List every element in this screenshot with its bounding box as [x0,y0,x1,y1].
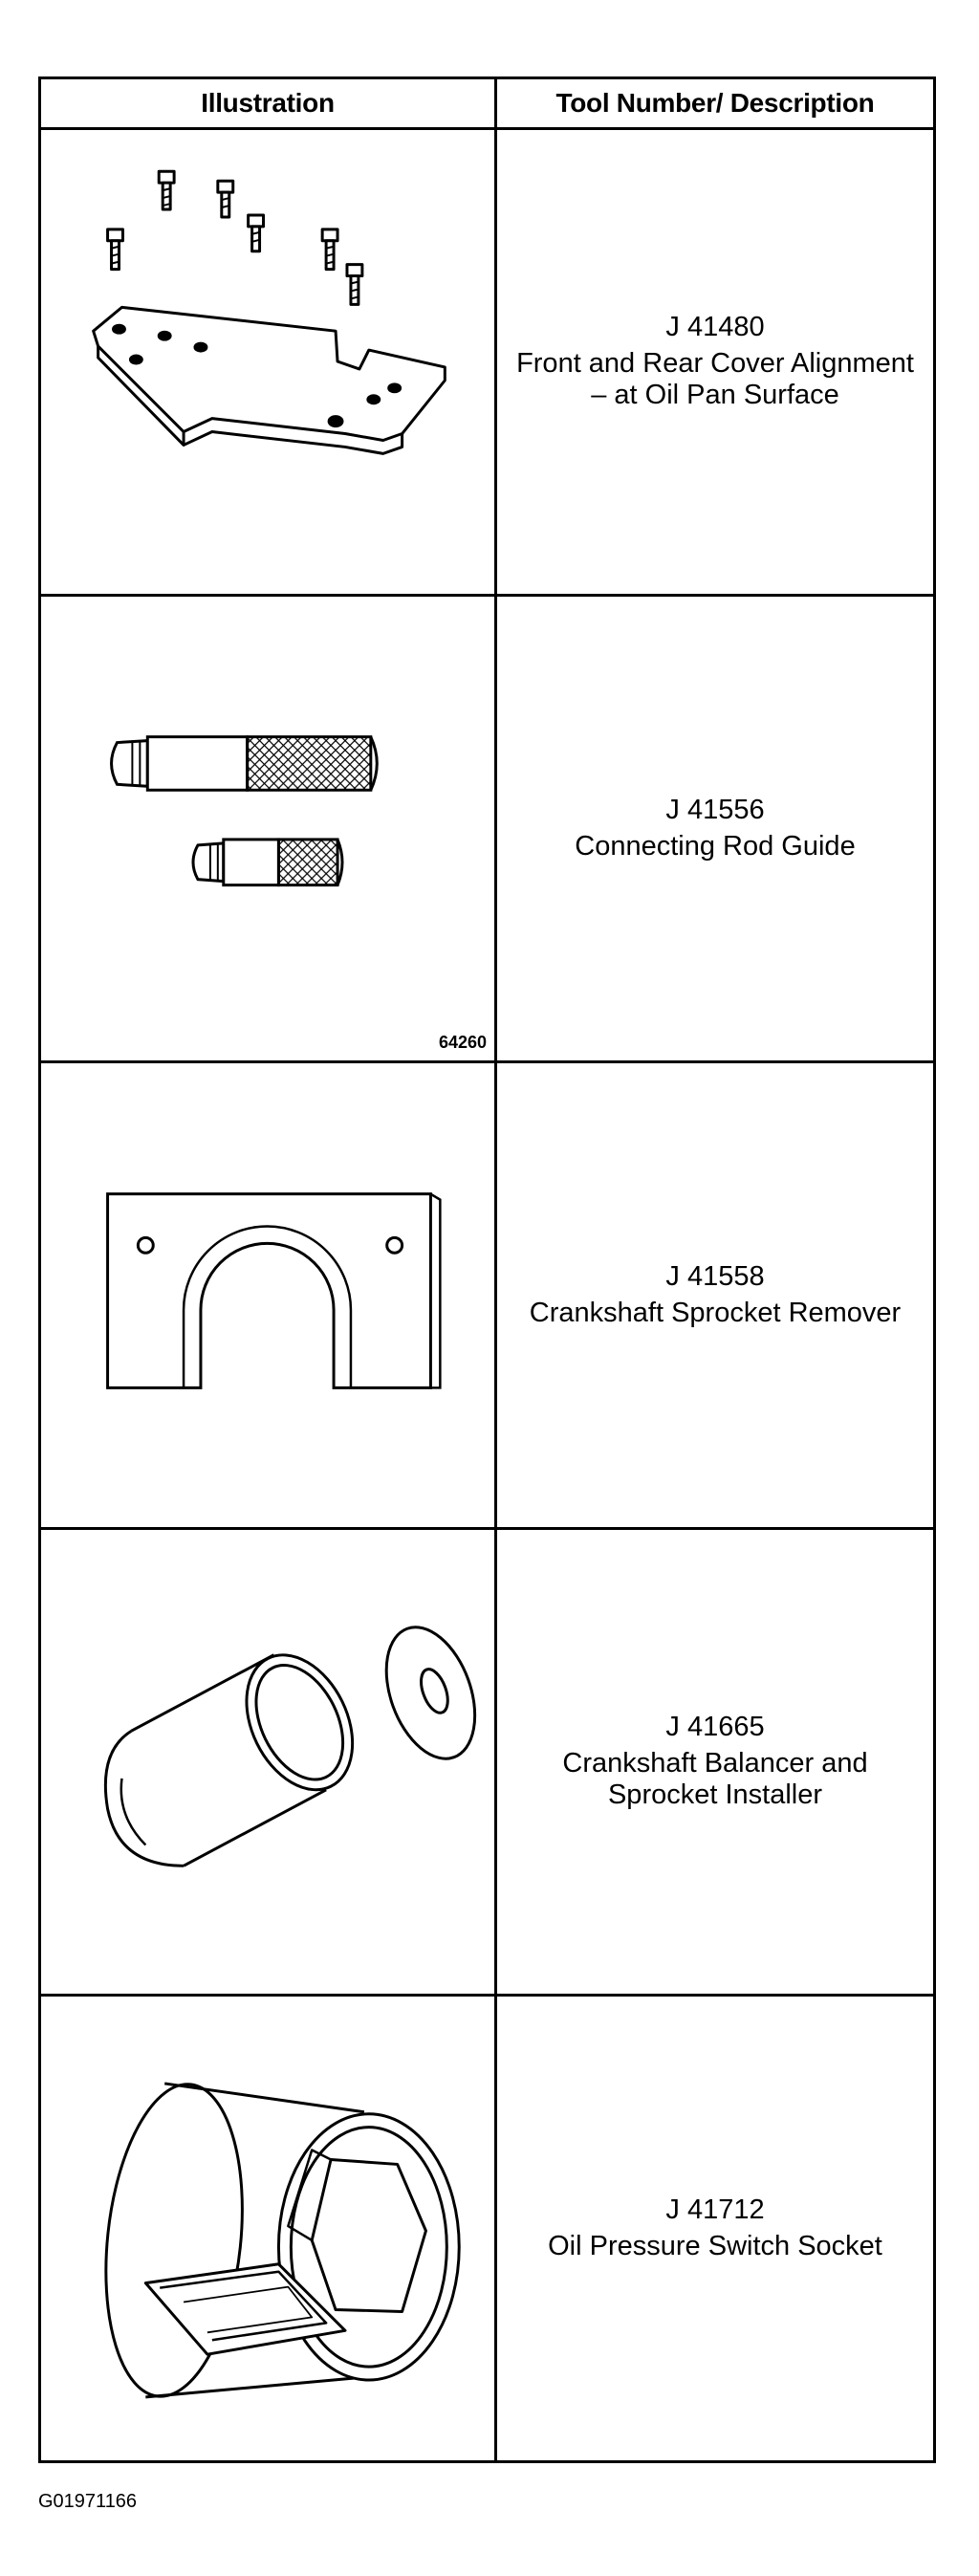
hex-socket-icon [104,2082,461,2399]
tool-number: J 41480 [665,312,765,343]
figure-code: G01971166 [38,2491,138,2512]
tool-description: Connecting Rod Guide [575,830,856,862]
illustration-cell: 64260 [38,594,497,1063]
connecting-rod-guides-icon [110,735,379,887]
special-tools-table: Illustration Tool Number/ Description [38,76,936,2463]
tool-description-cell: J 41480 Front and Rear Cover Alignment –… [494,127,936,597]
tool-description: Crankshaft Sprocket Remover [529,1297,902,1328]
header-illustration: Illustration [38,76,497,130]
tool-description-cell: J 41556 Connecting Rod Guide [494,594,936,1063]
tool-number: J 41558 [665,1261,765,1293]
table-row: J 41558 Crankshaft Sprocket Remover [38,1060,936,1530]
special-tools-table-container: Illustration Tool Number/ Description [38,76,936,2463]
tool-description-cell: J 41712 Oil Pressure Switch Socket [494,1994,936,2463]
tool-description: Oil Pressure Switch Socket [548,2230,882,2261]
tool-description-cell: J 41558 Crankshaft Sprocket Remover [494,1060,936,1530]
table-row: J 41480 Front and Rear Cover Alignment –… [38,127,936,597]
tool-number: J 41556 [665,795,765,826]
illustration-cell [38,1527,497,1997]
sprocket-remover-plate-icon [106,1192,442,1389]
table-row: J 41665 Crankshaft Balancer and Sprocket… [38,1527,936,1997]
header-tool-description: Tool Number/ Description [494,76,936,130]
illustration-ref-number: 64260 [438,1033,487,1052]
alignment-plate-with-bolts-icon [92,169,446,455]
table-header-row: Illustration Tool Number/ Description [38,76,936,130]
illustration-cell [38,1060,497,1530]
illustration-cell [38,1994,497,2463]
tool-number: J 41712 [665,2194,765,2226]
tool-number: J 41665 [665,1712,765,1743]
tool-description: Front and Rear Cover Alignment – at Oil … [516,347,914,411]
table-row: 64260 J 41556 Connecting Rod Guide [38,594,936,1063]
table-row: J 41712 Oil Pressure Switch Socket [38,1994,936,2463]
balancer-installer-sleeve-washer-icon [103,1626,477,1867]
tool-description-cell: J 41665 Crankshaft Balancer and Sprocket… [494,1527,936,1997]
tool-description: Crankshaft Balancer and Sprocket Install… [562,1747,868,1811]
illustration-cell [38,127,497,597]
